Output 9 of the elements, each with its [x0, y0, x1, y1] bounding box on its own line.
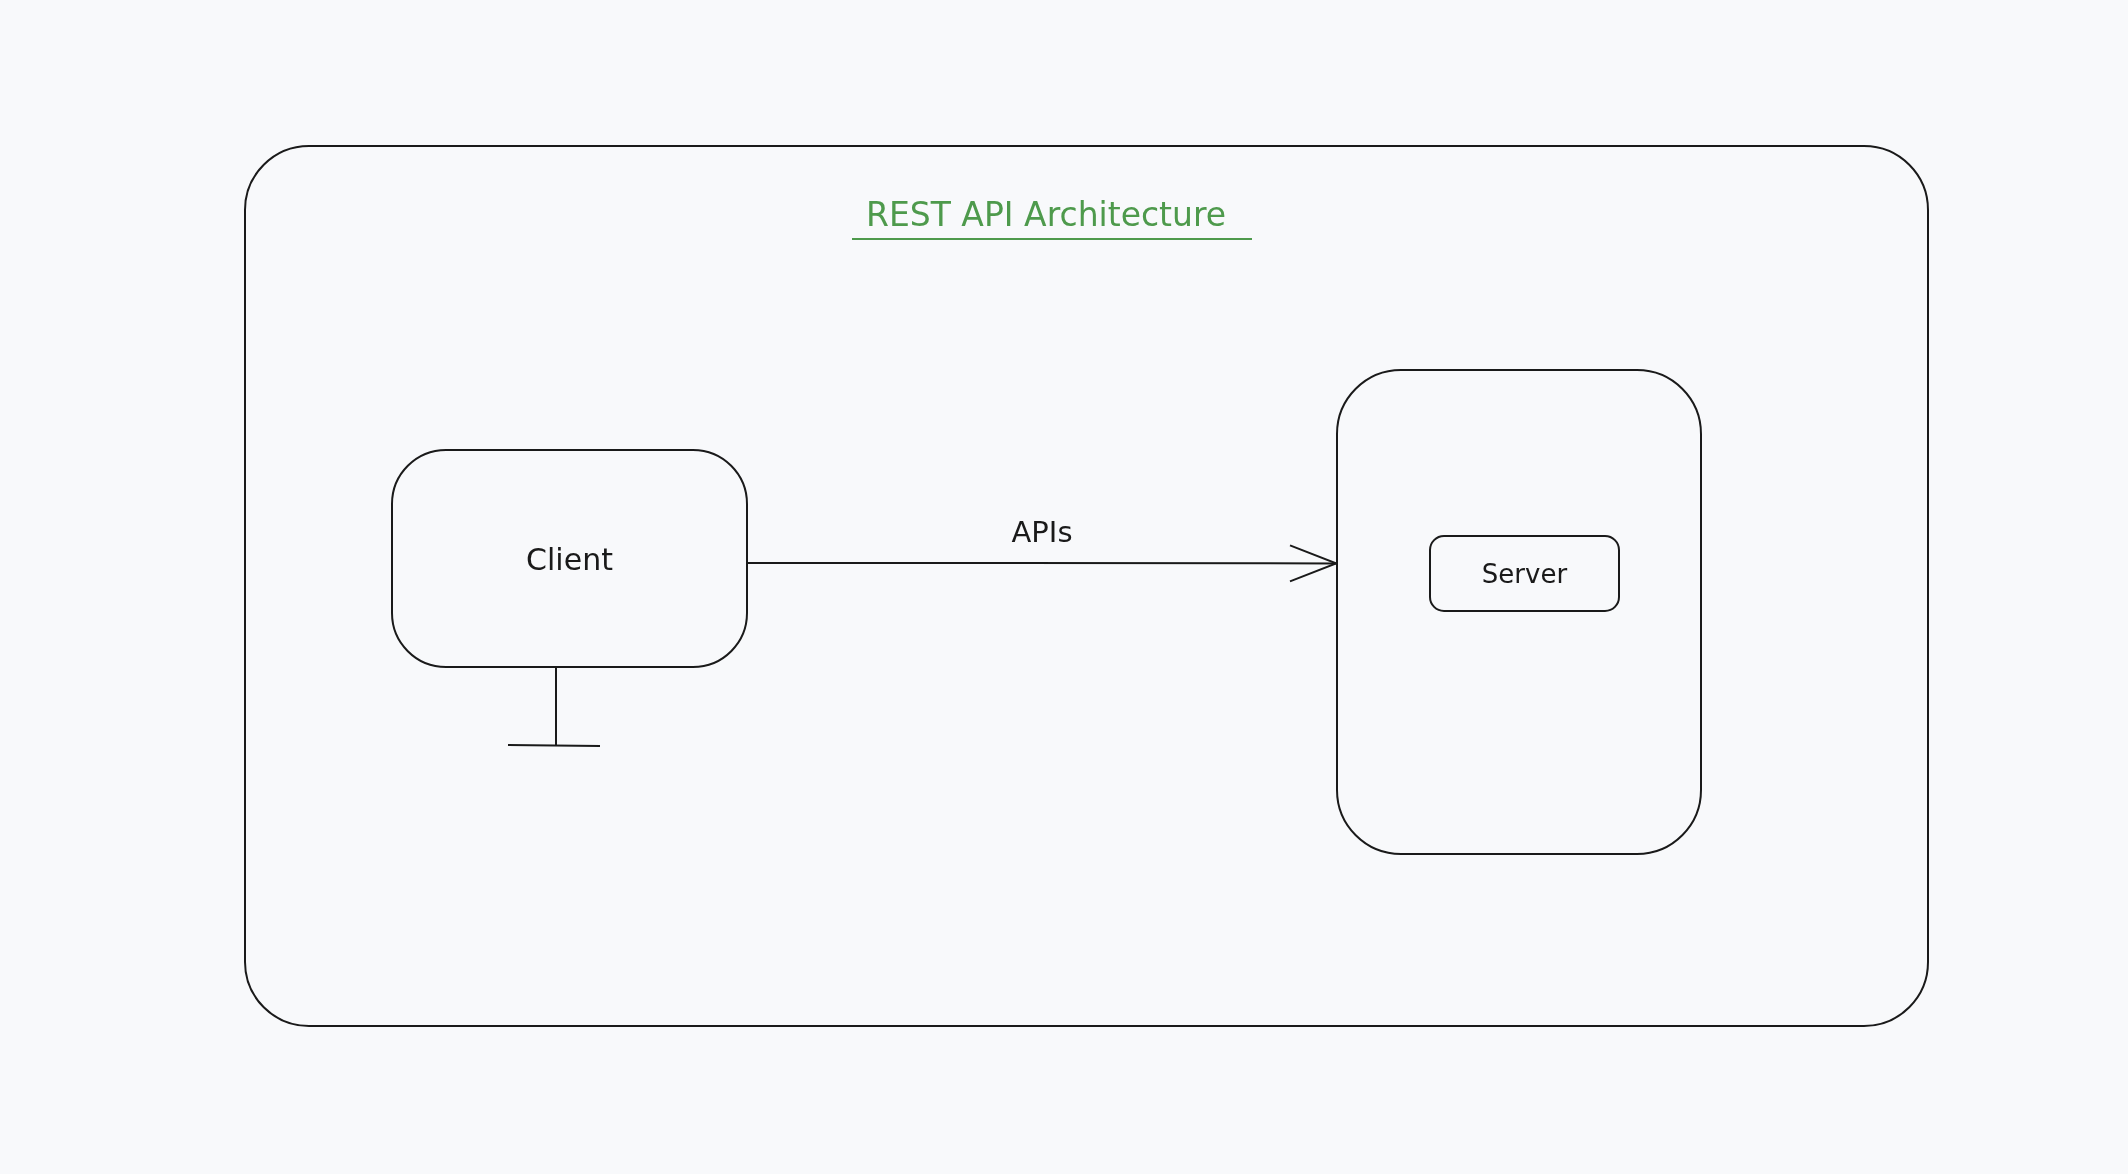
node-label: Server [1480, 558, 1569, 589]
edge-label: APIs [1011, 514, 1073, 549]
frame-panel [244, 145, 1929, 1027]
node-label: Client [525, 541, 614, 576]
server-box [1429, 535, 1620, 612]
panel-heading: REST API Architecture [852, 195, 1253, 240]
server-container [1336, 369, 1702, 855]
arrow [747, 544, 1337, 583]
client-box [391, 449, 748, 668]
